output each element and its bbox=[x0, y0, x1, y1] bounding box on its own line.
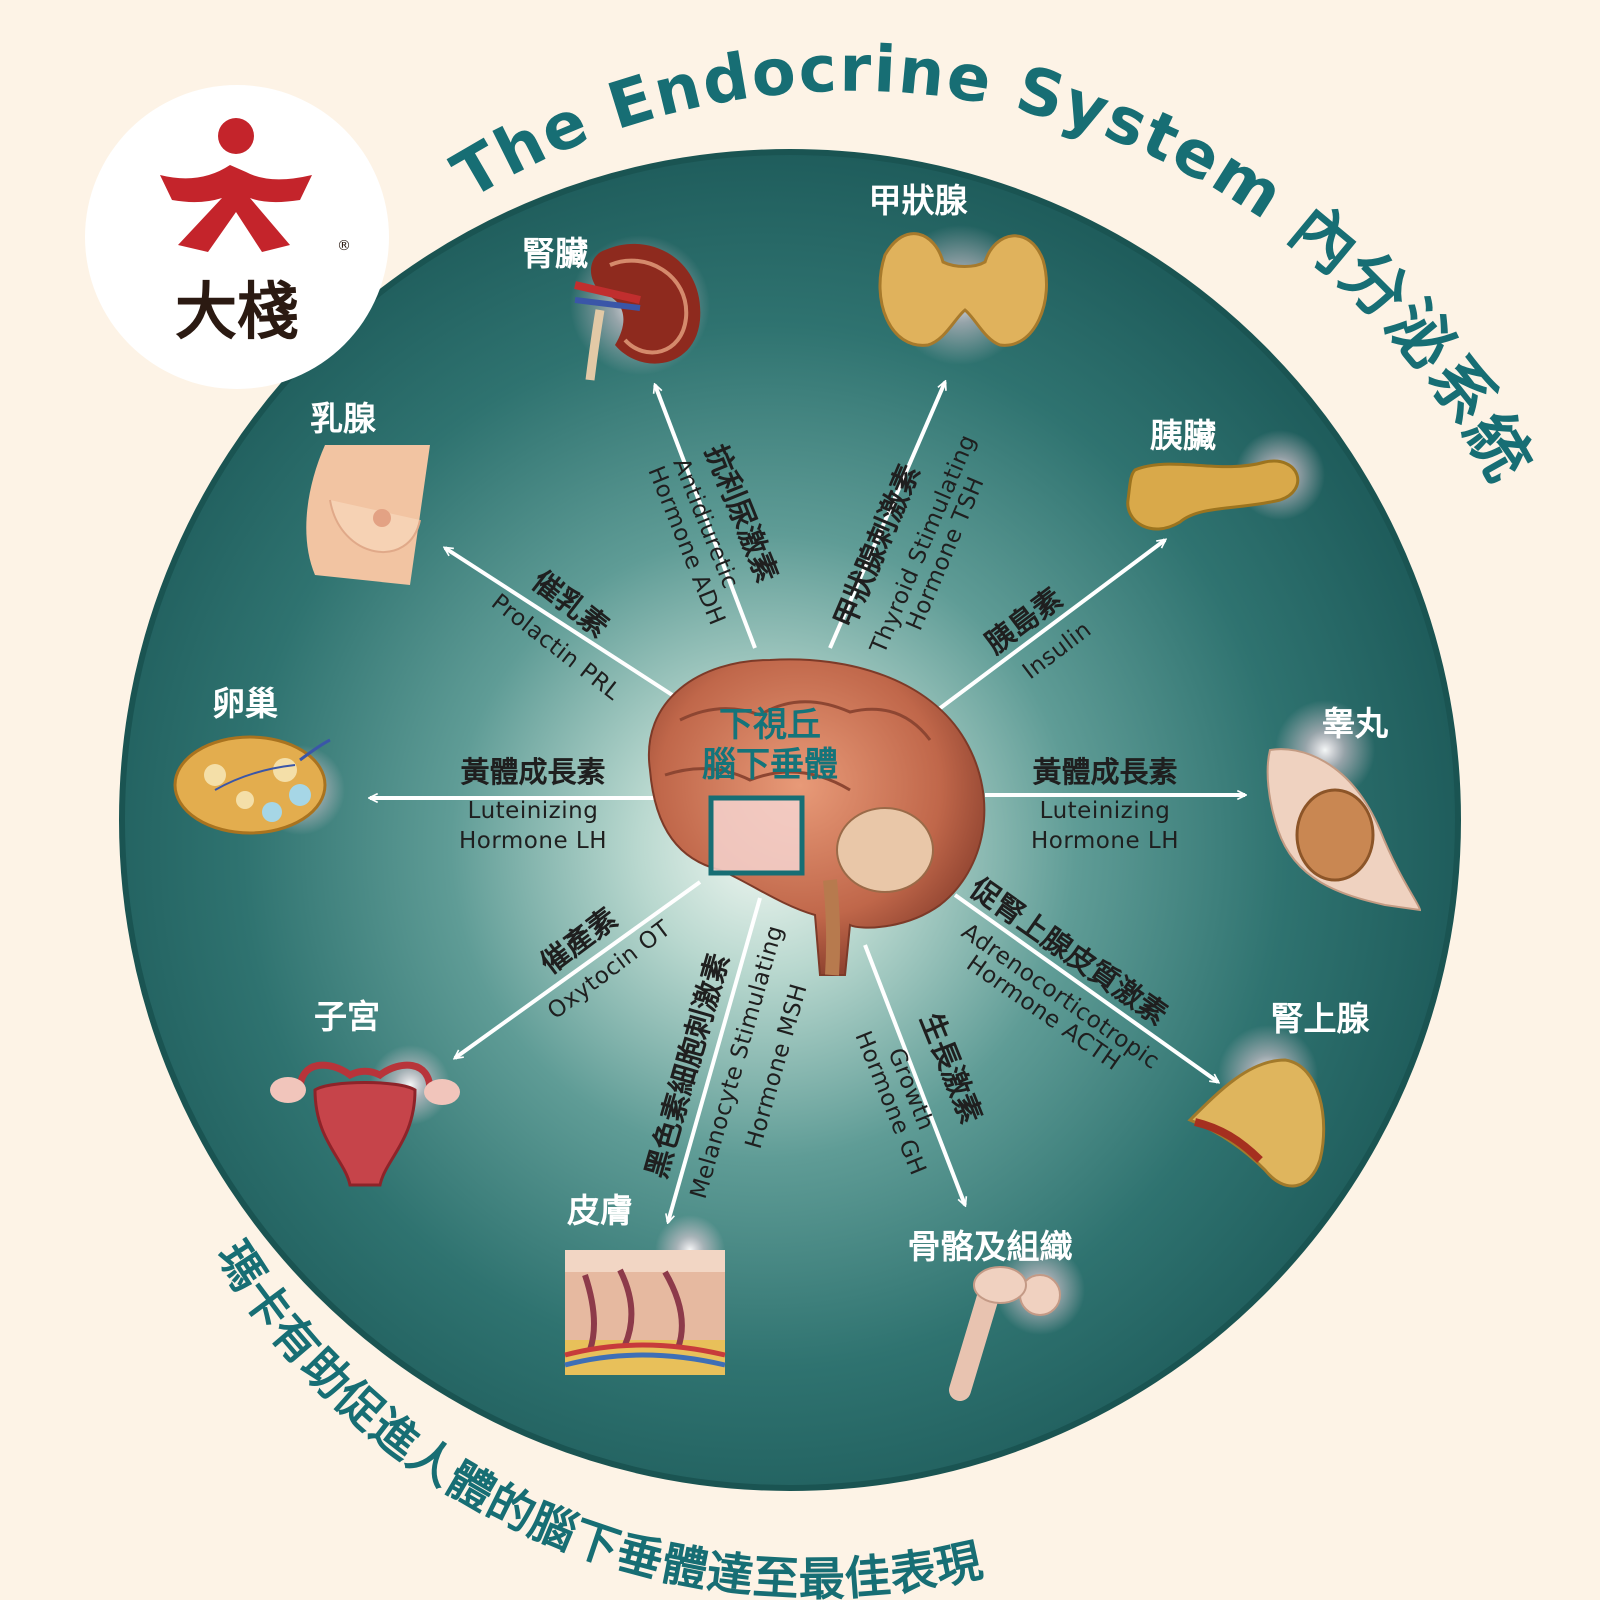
organ-bone: 骨骼及組織 bbox=[908, 1227, 1085, 1401]
center-label-hypothalamus: 下視丘 bbox=[719, 705, 821, 745]
hormone-label-lh-right: 黃體成長素 Luteinizing Hormone LH bbox=[1031, 755, 1179, 854]
organ-label-testis: 睾丸 bbox=[1322, 704, 1388, 743]
arrow-gh bbox=[863, 944, 965, 1205]
arrow-prl bbox=[445, 546, 682, 702]
hormone-en2-lh-left: Hormone LH bbox=[459, 828, 607, 854]
center-label-pituitary: 腦下垂體 bbox=[702, 745, 838, 785]
hormone-arrows bbox=[370, 382, 1245, 1222]
ovary-icon bbox=[173, 735, 331, 835]
brand-logo: 大棧 ® bbox=[85, 85, 389, 389]
organ-label-uterus: 子宮 bbox=[314, 997, 380, 1036]
organ-breast: 乳腺 bbox=[306, 399, 430, 585]
organ-testis: 睾丸 bbox=[1266, 700, 1422, 912]
hormone-label-lh-left: 黃體成長素 Luteinizing Hormone LH bbox=[459, 755, 607, 854]
testis-icon bbox=[1266, 748, 1422, 912]
skin-icon bbox=[564, 1250, 726, 1375]
logo-figure-icon bbox=[160, 118, 312, 252]
breast-icon bbox=[306, 445, 430, 585]
disc-rim bbox=[119, 149, 1461, 1491]
pancreas-icon bbox=[1126, 459, 1300, 531]
uterus-icon bbox=[270, 1061, 460, 1187]
arrow-insulin bbox=[933, 540, 1165, 714]
organ-label-ovary: 卵巢 bbox=[212, 684, 278, 723]
organ-pancreas: 胰臟 bbox=[1126, 416, 1325, 531]
pituitary-highlight-box bbox=[708, 795, 805, 876]
organ-adrenal: 腎上腺 bbox=[1187, 999, 1371, 1188]
organ-ovary: 卵巢 bbox=[173, 684, 345, 835]
organ-label-kidney: 腎臟 bbox=[522, 234, 588, 273]
organ-label-pancreas: 胰臟 bbox=[1150, 416, 1216, 455]
organ-uterus: 子宮 bbox=[270, 997, 460, 1187]
hormone-cn-lh-left: 黃體成長素 bbox=[460, 755, 605, 789]
hormone-cn-lh-right: 黃體成長素 bbox=[1032, 755, 1177, 789]
hormone-en1-lh-right: Luteinizing bbox=[1040, 798, 1171, 824]
logo-text: 大棧 bbox=[175, 275, 299, 348]
thyroid-icon bbox=[878, 232, 1048, 347]
adrenal-icon bbox=[1187, 1058, 1326, 1188]
organ-label-thyroid: 甲狀腺 bbox=[869, 181, 969, 220]
arrow-msh bbox=[668, 897, 762, 1222]
organ-label-breast: 乳腺 bbox=[310, 399, 377, 438]
kidney-icon bbox=[574, 243, 701, 381]
logo-registered-mark: ® bbox=[337, 238, 351, 254]
arrow-acth bbox=[953, 893, 1218, 1082]
arrow-tsh bbox=[828, 382, 947, 649]
bone-icon bbox=[949, 1266, 1061, 1401]
arrow-ot bbox=[455, 880, 702, 1058]
hormone-en1-lh-left: Luteinizing bbox=[468, 798, 599, 824]
hormone-en2-lh-right: Hormone LH bbox=[1031, 828, 1179, 854]
organ-thyroid: 甲狀腺 bbox=[869, 181, 1048, 365]
organ-kidney: 腎臟 bbox=[522, 234, 710, 381]
organ-label-adrenal: 腎上腺 bbox=[1271, 999, 1371, 1038]
cerebellum-icon bbox=[836, 807, 934, 893]
organ-label-skin: 皮膚 bbox=[567, 1191, 633, 1230]
organ-skin: 皮膚 bbox=[564, 1191, 726, 1375]
organ-label-bone: 骨骼及組織 bbox=[908, 1227, 1073, 1266]
arrow-adh bbox=[655, 385, 757, 649]
